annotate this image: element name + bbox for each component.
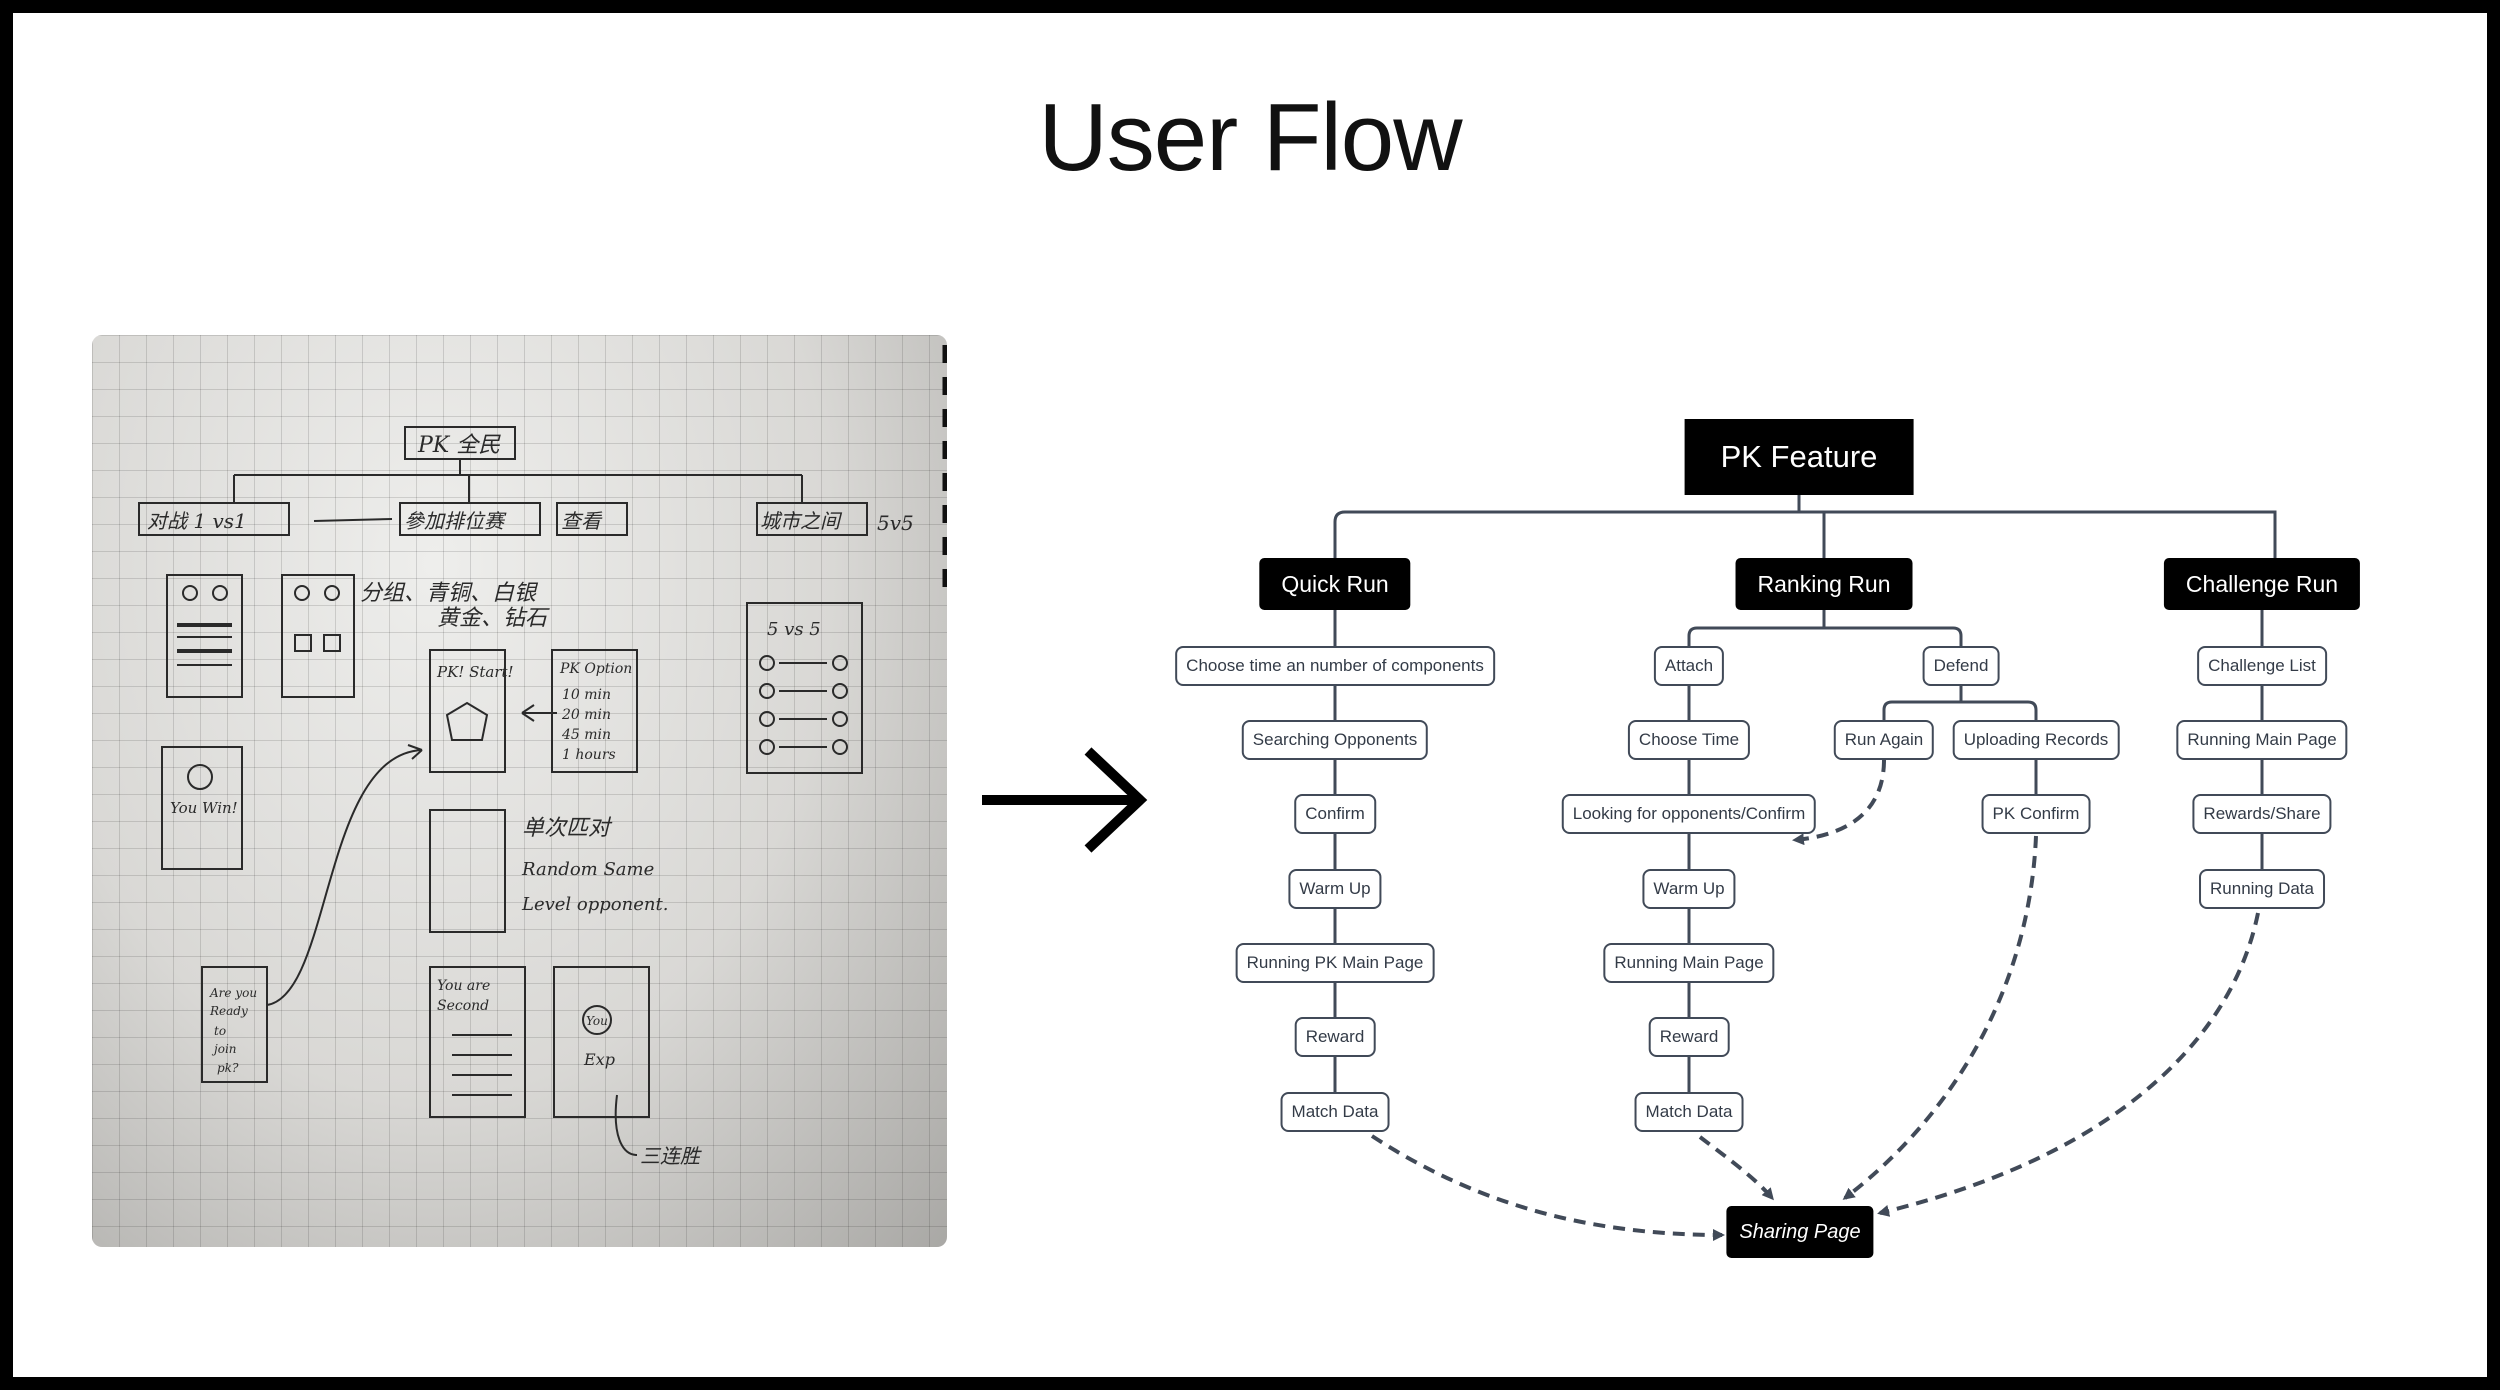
right-arrow-icon <box>982 747 1148 853</box>
sketch-photo: PK 全民 对战 1 vs1 參加排位赛 查看 城市之间 5v5 分组、青铜、白… <box>92 335 947 1247</box>
challenge-step: Running Main Page <box>2176 720 2348 760</box>
page-title: User Flow <box>1038 84 1462 191</box>
node-sharing-page: Sharing Page <box>1726 1206 1874 1258</box>
attach-step: Looking for opponents/Confirm <box>1561 794 1817 834</box>
sketch-random-3: Level opponent. <box>521 894 668 915</box>
quick-step: Choose time an number of components <box>1175 646 1495 686</box>
sketch-time-10: 10 min <box>562 687 611 703</box>
attach-step: Running Main Page <box>1603 943 1775 983</box>
node-pk-feature: PK Feature <box>1684 419 1914 495</box>
sketch-streak: 三连胜 <box>640 1144 702 1168</box>
quick-step: Warm Up <box>1288 869 1382 909</box>
sketch-pk-option: PK Option <box>559 661 632 677</box>
challenge-step: Running Data <box>2199 869 2325 909</box>
quick-step: Searching Opponents <box>1241 720 1429 760</box>
sketch-drawing: PK 全民 对战 1 vs1 參加排位赛 查看 城市之间 5v5 分组、青铜、白… <box>138 345 947 1168</box>
node-defend: Defend <box>1922 646 2000 686</box>
attach-step: Warm Up <box>1642 869 1736 909</box>
sketch-time-45: 45 min <box>561 727 611 743</box>
sketch-random-1: 单次匹对 <box>522 816 613 841</box>
sketch-second-2: Second <box>437 998 489 1014</box>
sketch-time-1h: 1 hours <box>562 747 616 763</box>
sketch-ready-5: pk? <box>217 1061 239 1075</box>
node-attach: Attach <box>1653 646 1725 686</box>
node-ranking-run: Ranking Run <box>1735 558 1913 610</box>
sketch-root-label: PK 全民 <box>417 433 501 458</box>
node-challenge-run: Challenge Run <box>2163 558 2361 610</box>
sketch-category-city: 城市之间 <box>760 509 843 533</box>
node-uploading-records: Uploading Records <box>1952 720 2120 760</box>
quick-step: Confirm <box>1294 794 1376 834</box>
challenge-step: Challenge List <box>2197 646 2327 686</box>
challenge-step: Rewards/Share <box>2192 794 2332 834</box>
sketch-category-1v1: 对战 1 vs1 <box>147 509 247 533</box>
attach-step: Match Data <box>1634 1092 1744 1132</box>
sketch-note-2: 黄金、钻石 <box>437 606 550 631</box>
sketch-pk-start: PK! Start! <box>436 663 514 681</box>
sketch-ready-2: Ready <box>209 1004 248 1018</box>
node-pk-confirm: PK Confirm <box>1981 794 2091 834</box>
node-run-again: Run Again <box>1833 720 1935 760</box>
sketch-ready-4: join <box>211 1042 237 1056</box>
sketch-5v5-label: 5v5 <box>877 511 914 535</box>
sketch-note-1: 分组、青铜、白银 <box>360 581 539 606</box>
sketch-second-1: You are <box>437 978 490 994</box>
sketch-time-20: 20 min <box>561 707 611 723</box>
quick-step: Match Data <box>1280 1092 1390 1132</box>
quick-step: Reward <box>1294 1017 1376 1057</box>
sketch-5vs5: 5 vs 5 <box>767 619 821 640</box>
sketch-exp: Exp <box>583 1050 615 1069</box>
sketch-you: You <box>586 1014 608 1028</box>
attach-step: Reward <box>1648 1017 1730 1057</box>
quick-step: Running PK Main Page <box>1235 943 1435 983</box>
sketch-random-2: Random Same <box>521 859 654 880</box>
sketch-ready-3: to <box>214 1024 226 1038</box>
node-quick-run: Quick Run <box>1259 558 1411 610</box>
sketch-category-view: 查看 <box>561 509 603 533</box>
attach-step: Choose Time <box>1627 720 1751 760</box>
sketch-category-ranking: 參加排位赛 <box>404 509 507 533</box>
sketch-ready-1: Are you <box>209 986 257 1000</box>
sketch-you-win: You Win! <box>170 799 238 817</box>
